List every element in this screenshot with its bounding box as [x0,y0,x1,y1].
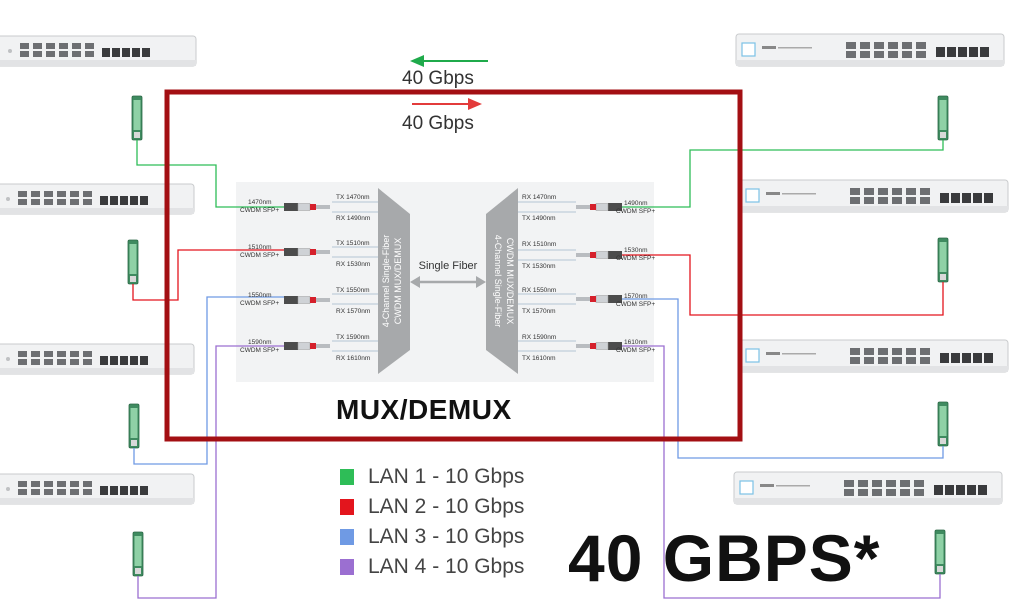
right-module-label: 1570nm [624,293,648,300]
left-module-label: 1510nm [248,244,272,251]
left-rx-label: RX 1490nm [336,215,370,222]
right-module-label: CWDM SFP+ [616,255,655,262]
sfp-module-icon [127,239,139,285]
total-bandwidth-label: 40 GBPS* [568,521,881,595]
left-module-label: CWDM SFP+ [240,300,279,307]
single-fiber-label: Single Fiber [419,260,478,272]
legend-item: LAN 3 - 10 Gbps [340,522,524,552]
mux-block-left [378,188,410,374]
left-rx-label: RX 1530nm [336,261,370,268]
network-switch-icon [739,339,1009,373]
right-module-label: CWDM SFP+ [616,208,655,215]
legend-swatch [340,529,354,545]
right-rx-label: RX 1550nm [522,287,556,294]
mux-block-right [486,188,518,374]
legend-swatch [340,469,354,485]
mux-left-label-line1: 4-Channel Single-Fiber [381,235,391,328]
left-module-label: 1550nm [248,292,272,299]
arrow-right-icon [412,98,482,110]
network-switch-icon [0,35,197,67]
legend-swatch [340,499,354,515]
right-rx-label: RX 1470nm [522,194,556,201]
legend-item: LAN 4 - 10 Gbps [340,552,524,582]
legend-swatch [340,559,354,575]
legend-label: LAN 4 - 10 Gbps [368,555,525,578]
downstream-speed-label: 40 Gbps [402,68,474,89]
sfp-module-icon [128,403,140,449]
left-module-label: CWDM SFP+ [240,252,279,259]
network-switch-icon [733,471,1003,505]
left-tx-label: TX 1550nm [336,287,370,294]
sfp-module-icon [132,531,144,577]
right-module-label: CWDM SFP+ [616,301,655,308]
legend-label: LAN 1 - 10 Gbps [368,465,525,488]
mux-demux-title: MUX/DEMUX [336,394,512,425]
left-module-label: CWDM SFP+ [240,207,279,214]
network-switch-icon [0,473,195,505]
right-module-label: 1490nm [624,200,648,207]
lan4-wire-right [622,345,941,599]
right-tx-label: TX 1530nm [522,263,556,270]
left-module-label: 1590nm [248,339,272,346]
right-module-label: 1530nm [624,247,648,254]
right-rx-label: RX 1510nm [522,241,556,248]
left-module-label: CWDM SFP+ [240,347,279,354]
lan2-wire-left [132,249,284,301]
right-module-label: CWDM SFP+ [616,347,655,354]
sfp-module-icon [131,95,143,141]
arrow-left-icon [410,55,488,67]
right-tx-label: TX 1610nm [522,355,556,362]
lan3-wire-left [133,296,284,465]
lan1-wire-right [622,140,944,208]
left-rx-label: RX 1610nm [336,355,370,362]
sfp-module-icon [937,401,949,447]
sfp-module-icon [937,95,949,141]
lan3-wire-right [622,298,944,459]
right-tx-label: TX 1490nm [522,215,556,222]
sfp-module-icon [937,237,949,283]
sfp-module-icon [934,529,946,575]
mux-right-label-line1: 4-Channel Single-Fiber [493,235,503,328]
legend-item: LAN 1 - 10 Gbps [340,462,524,492]
left-module-label: 1470nm [248,199,272,206]
single-fiber-arrow [410,276,486,288]
mux-demux-frame [164,89,743,442]
network-switch-icon [739,179,1009,213]
legend-label: LAN 2 - 10 Gbps [368,495,525,518]
mux-right-label-line2: CWDM MUX/DEMUX [505,238,515,325]
legend-item: LAN 2 - 10 Gbps [340,492,524,522]
right-tx-label: TX 1570nm [522,308,556,315]
lan1-wire-left [136,140,284,208]
left-rx-label: RX 1570nm [336,308,370,315]
network-switch-icon [735,33,1005,67]
right-rx-label: RX 1590nm [522,334,556,341]
legend: LAN 1 - 10 Gbps LAN 2 - 10 Gbps LAN 3 - … [340,462,524,582]
mux-left-label-line2: CWDM MUX/DEMUX [393,238,403,325]
left-tx-label: TX 1510nm [336,240,370,247]
legend-label: LAN 3 - 10 Gbps [368,525,525,548]
left-tx-label: TX 1470nm [336,194,370,201]
right-module-label: 1610nm [624,339,648,346]
upstream-speed-label: 40 Gbps [402,113,474,134]
lan2-wire-right [622,254,944,316]
left-tx-label: TX 1590nm [336,334,370,341]
lan4-wire-left [137,345,284,599]
